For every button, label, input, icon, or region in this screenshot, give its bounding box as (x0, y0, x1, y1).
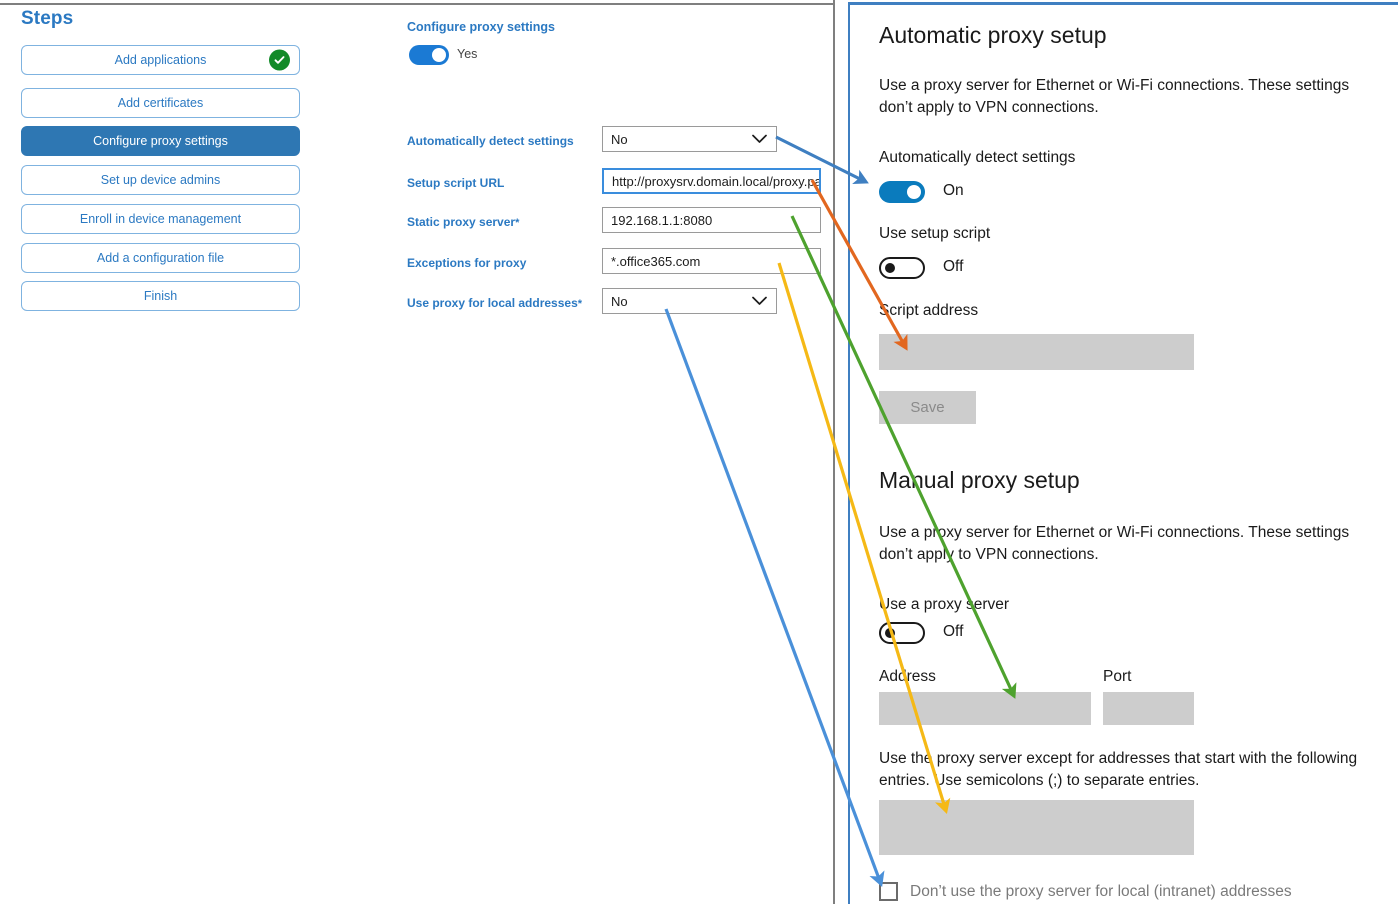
form-title: Configure proxy settings (407, 20, 555, 34)
sidebar-item-add-a-configuration-file[interactable]: Add a configuration file (21, 243, 300, 273)
toggle-knob (907, 185, 921, 199)
use-a-proxy-server-toggle[interactable] (879, 622, 925, 644)
proxy-exceptions-input[interactable] (879, 800, 1194, 855)
port-label: Port (1103, 668, 1132, 685)
top-divider (0, 3, 834, 5)
input-value: 192.168.1.1:8080 (611, 212, 713, 228)
use-setup-script-state: Off (943, 258, 964, 275)
vertical-divider (833, 0, 835, 904)
toggle-knob (885, 628, 895, 638)
select-automatically-detect-settings[interactable]: No (602, 126, 777, 152)
use-a-proxy-server-state: Off (943, 623, 964, 640)
auto-detect-settings-toggle[interactable] (879, 181, 925, 203)
check-circle-icon (269, 49, 290, 71)
input-setup-script-url[interactable]: http://proxysrv.domain.local/proxy.pa (602, 168, 821, 194)
configure-proxy-toggle-label: Yes (457, 47, 478, 61)
use-a-proxy-server-label: Use a proxy server (879, 596, 1010, 613)
input-exceptions-for-proxy[interactable]: *.office365.com (602, 248, 821, 274)
field-label-use-proxy-for-local-addresses: Use proxy for local addresses* (407, 296, 583, 310)
port-input[interactable] (1103, 692, 1194, 725)
required-marker: * (515, 217, 520, 229)
step-label: Configure proxy settings (93, 134, 228, 148)
auto-detect-settings-state: On (943, 182, 964, 199)
toggle-knob (432, 48, 446, 62)
input-value: http://proxysrv.domain.local/proxy.pa (612, 173, 821, 189)
auto-detect-settings-label: Automatically detect settings (879, 149, 1076, 166)
sidebar-item-set-up-device-admins[interactable]: Set up device admins (21, 165, 300, 195)
bypass-local-addresses-checkbox[interactable] (879, 882, 898, 901)
address-input[interactable] (879, 692, 1091, 725)
manual-proxy-setup-heading: Manual proxy setup (879, 467, 1080, 493)
proxy-exceptions-description: Use the proxy server except for addresse… (879, 750, 1358, 789)
step-label: Finish (143, 289, 178, 303)
script-address-input[interactable] (879, 334, 1194, 370)
sidebar-item-add-certificates[interactable]: Add certificates (21, 88, 300, 118)
step-label: Add certificates (117, 96, 204, 110)
automatic-proxy-setup-description: Use a proxy server for Ethernet or Wi-Fi… (879, 77, 1350, 116)
select-value: No (611, 293, 628, 309)
required-marker: * (577, 298, 583, 310)
field-label-exceptions-for-proxy: Exceptions for proxy (407, 256, 527, 270)
save-button[interactable]: Save (879, 391, 976, 424)
chevron-down-icon (752, 294, 767, 309)
step-label: Set up device admins (100, 173, 221, 187)
use-setup-script-label: Use setup script (879, 225, 991, 242)
input-static-proxy-server[interactable]: 192.168.1.1:8080 (602, 207, 821, 233)
chevron-down-icon (752, 132, 767, 147)
automatic-proxy-setup-heading: Automatic proxy setup (879, 22, 1107, 48)
manual-proxy-setup-description: Use a proxy server for Ethernet or Wi-Fi… (879, 524, 1350, 563)
field-label-static-proxy-server: Static proxy server* (407, 215, 520, 229)
select-value: No (611, 131, 628, 147)
toggle-knob (885, 263, 895, 273)
address-label: Address (879, 668, 936, 685)
step-label: Add applications (114, 53, 207, 67)
input-value: *.office365.com (611, 253, 701, 269)
sidebar-item-configure-proxy-settings[interactable]: Configure proxy settings (21, 126, 300, 156)
bypass-local-addresses-row[interactable]: Don’t use the proxy server for local (in… (879, 882, 1292, 901)
field-label-automatically-detect-settings: Automatically detect settings (407, 134, 574, 148)
windows-proxy-settings-panel: Automatic proxy setup Use a proxy server… (848, 2, 1398, 904)
script-address-label: Script address (879, 302, 979, 319)
use-setup-script-toggle[interactable] (879, 257, 925, 279)
sidebar-item-enroll-in-device-management[interactable]: Enroll in device management (21, 204, 300, 234)
sidebar-item-add-applications[interactable]: Add applications (21, 45, 300, 75)
bypass-local-addresses-label: Don’t use the proxy server for local (in… (910, 882, 1292, 900)
step-label: Enroll in device management (79, 212, 242, 226)
sidebar-item-finish[interactable]: Finish (21, 281, 300, 311)
select-use-proxy-for-local-addresses[interactable]: No (602, 288, 777, 314)
configure-proxy-toggle[interactable] (409, 45, 449, 65)
steps-panel-title: Steps (21, 8, 74, 29)
step-label: Add a configuration file (96, 251, 225, 265)
field-label-setup-script-url: Setup script URL (407, 176, 505, 190)
